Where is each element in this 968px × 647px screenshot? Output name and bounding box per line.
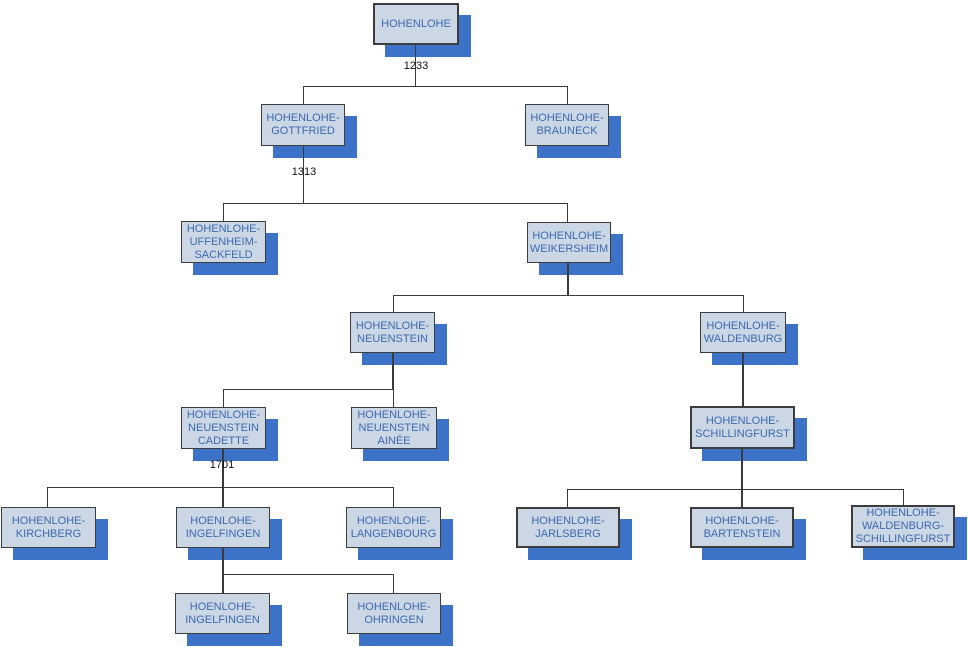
node-hohenlohe-waldenburg[interactable]: HOHENLOHE- WALDENBURG: [700, 312, 786, 353]
connector-v-schillingfurst-stub: [741, 449, 743, 490]
node-hohenlohe-bartenstein[interactable]: HOHENLOHE- BARTENSTEIN: [690, 507, 794, 548]
connector-v-waldenburg-stub: [742, 353, 744, 406]
connector-h-level2: [223, 203, 568, 204]
connector-v-drop-langenbourg: [393, 487, 394, 507]
node-hohenlohe-waldenburg-schillingfurst[interactable]: HOHENLOHE- WALDENBURG- SCHILLINGFURST: [851, 505, 955, 548]
edge-year-1701: 1701: [209, 459, 235, 471]
connector-v-ingelfingen1-stub: [222, 548, 224, 575]
connector-h-level4: [223, 389, 394, 390]
node-hoenlohe-ingelfingen[interactable]: HOENLOHE- INGELFINGEN: [176, 507, 270, 548]
connector-v-drop-jarlsberg: [567, 489, 568, 507]
connector-h-level1: [303, 86, 568, 87]
node-hohenlohe-ohringen[interactable]: HOHENLOHE- OHRINGEN: [347, 593, 441, 634]
connector-v-gottfried-stub: [303, 146, 304, 204]
connector-v-drop-neuenstein: [393, 295, 394, 312]
node-hohenlohe-schillingfurst[interactable]: HOHENLOHE- SCHILLINGFURST: [690, 406, 795, 449]
edge-year-1233: 1233: [403, 60, 429, 72]
node-hohenlohe-neuenstein-ainee[interactable]: HOHENLOHE- NEUENSTEIN AINÉE: [351, 407, 437, 449]
connector-v-drop-weikersheim: [567, 203, 568, 222]
node-hohenlohe-jarlsberg[interactable]: HOHENLOHE- JARLSBERG: [516, 507, 620, 548]
node-hoenlohe-ingelfingen-2[interactable]: HOENLOHE- INGELFINGEN: [175, 593, 270, 634]
connector-v-drop-kirchberg: [47, 487, 48, 507]
connector-v-drop-ohringen: [393, 574, 394, 593]
node-hohenlohe-neuenstein[interactable]: HOHENLOHE- NEUENSTEIN: [350, 312, 435, 353]
connector-v-drop-brauneck: [567, 86, 568, 104]
connector-v-drop-waldenburg: [743, 295, 744, 312]
connector-v-root-stub: [415, 45, 416, 87]
connector-v-drop-ainee: [393, 389, 394, 407]
connector-v-drop-uffenheim: [223, 203, 224, 221]
node-hohenlohe-weikersheim[interactable]: HOHENLOHE- WEIKERSHEIM: [527, 222, 611, 263]
node-hohenlohe[interactable]: HOHENLOHE: [373, 3, 459, 45]
node-hohenlohe-gottfried[interactable]: HOHENLOHE- GOTTFRIED: [261, 104, 345, 146]
connector-v-drop-ingelfingen1: [222, 487, 224, 507]
connector-v-drop-bartenstein: [741, 489, 743, 507]
connector-v-weikersheim-stub: [567, 263, 569, 296]
connector-h-level6: [223, 574, 394, 575]
connector-v-cadette-stub: [222, 449, 224, 488]
node-hohenlohe-langenbourg[interactable]: HOHENLOHE- LANGENBOURG: [346, 507, 441, 548]
connector-v-neuenstein-stub: [392, 353, 394, 390]
connector-h-level5-left: [47, 487, 394, 488]
node-hohenlohe-kirchberg[interactable]: HOHENLOHE- KIRCHBERG: [1, 507, 96, 548]
edge-year-1313: 1313: [291, 166, 317, 178]
connector-v-drop-ingelfingen2: [222, 574, 224, 593]
connector-h-level5-right: [567, 489, 904, 490]
node-hohenlohe-neuenstein-cadette[interactable]: HOHENLOHE- NEUENSTEIN CADETTE: [181, 407, 266, 449]
connector-v-drop-gottfried: [303, 86, 304, 104]
connector-v-drop-waldenburg-schillingfurst: [903, 489, 904, 505]
connector-h-level3: [393, 295, 744, 296]
node-hohenlohe-uffenheim-sackfeld[interactable]: HOHENLOHE- UFFENHEIM- SACKFELD: [181, 221, 266, 263]
node-hohenlohe-brauneck[interactable]: HOHENLOHE- BRAUNECK: [525, 104, 609, 146]
connector-v-drop-cadette: [223, 389, 224, 407]
